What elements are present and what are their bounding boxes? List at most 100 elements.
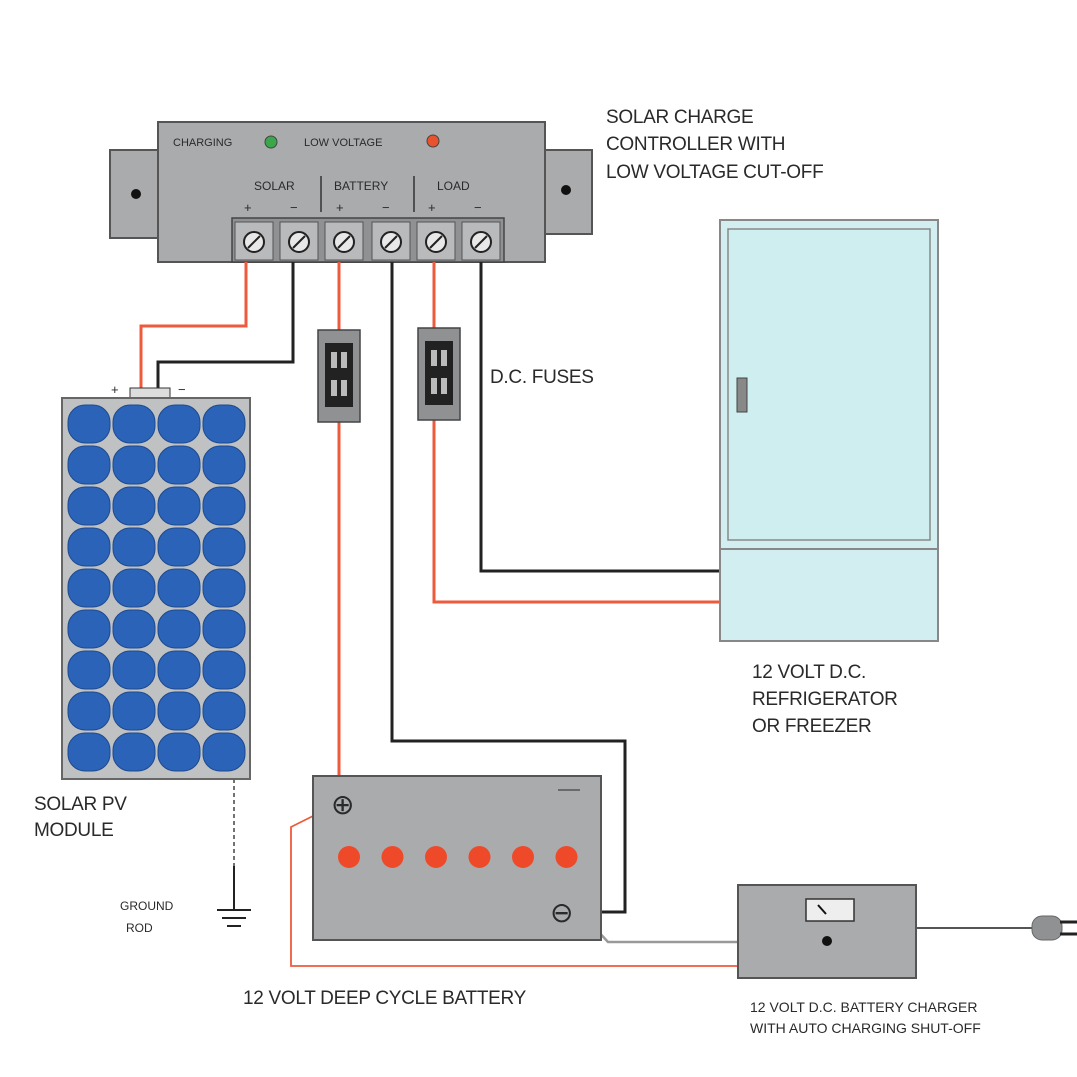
- pv-cell: [67, 650, 111, 690]
- pv-cell: [157, 650, 201, 690]
- terminal-block: [231, 217, 505, 263]
- fuse-battery: [317, 329, 361, 423]
- ground-caption: ROD: [126, 921, 153, 935]
- pv-cell: [157, 486, 201, 526]
- terminal-sign: +: [244, 200, 252, 215]
- fuses-label: D.C. FUSES: [490, 367, 594, 388]
- pv-cell: [157, 609, 201, 649]
- module-caption: MODULE: [34, 820, 114, 841]
- module-minus-sign: −: [178, 382, 186, 397]
- pv-cell: [157, 732, 201, 772]
- terminal-sign: −: [290, 200, 298, 215]
- plug-body: [1031, 915, 1063, 941]
- fuse-window: [341, 380, 347, 396]
- controller-caption: SOLAR CHARGE: [606, 107, 753, 128]
- screw-slot: [474, 235, 488, 249]
- pv-cell: [112, 732, 156, 772]
- solar-positive-wire: [139, 262, 248, 395]
- battery-cell-cap: [468, 846, 491, 868]
- screw-slot: [429, 235, 443, 249]
- fridge-caption: 12 VOLT D.C.: [752, 662, 866, 683]
- terminal-sign: +: [336, 200, 344, 215]
- load-negative-wire: [479, 262, 720, 573]
- fuse-body: [425, 341, 453, 405]
- charging-label: CHARGING: [173, 137, 232, 149]
- low-voltage-led-icon: [426, 134, 440, 148]
- fuse-body: [325, 343, 353, 407]
- fuse-window: [441, 350, 447, 366]
- fuse-window: [431, 350, 437, 366]
- charge-controller: CHARGING LOW VOLTAGE SOLAR BATTERY LOAD …: [109, 121, 593, 263]
- pv-cell: [112, 568, 156, 608]
- group-label-solar: SOLAR: [254, 179, 295, 193]
- pv-cell: [67, 527, 111, 567]
- low-voltage-label: LOW VOLTAGE: [304, 137, 382, 149]
- pv-cell: [157, 691, 201, 731]
- solar-pv-module: + −: [61, 382, 251, 780]
- pv-cell: [67, 404, 111, 444]
- pv-cell: [67, 732, 111, 772]
- plug-icon: [1031, 915, 1077, 941]
- module-caption: SOLAR PV: [34, 794, 127, 815]
- pv-cell: [112, 527, 156, 567]
- pv-cell: [112, 609, 156, 649]
- pv-cell: [112, 486, 156, 526]
- battery-cell-cap: [381, 846, 404, 868]
- mount-hole-right: [561, 185, 571, 195]
- battery-negative-wire: [390, 262, 627, 914]
- controller-caption: CONTROLLER WITH: [606, 134, 785, 155]
- charger-negative-wire: [579, 911, 738, 944]
- pv-cell-grid: [67, 404, 246, 772]
- battery-positive-terminal-icon: ⊕: [331, 789, 354, 820]
- ground-caption: GROUND: [120, 899, 174, 913]
- battery-cell-caps: [338, 846, 578, 868]
- pv-cell: [202, 650, 246, 690]
- pv-cell: [112, 650, 156, 690]
- battery-cell-cap: [425, 846, 447, 868]
- battery: ⊕ ⊖: [312, 775, 602, 941]
- fuse-load: [417, 327, 461, 421]
- pv-cell: [202, 732, 246, 772]
- fuse-window: [441, 378, 447, 394]
- battery-cell-cap: [512, 846, 534, 868]
- pv-cell: [202, 609, 246, 649]
- fridge-handle: [736, 377, 748, 413]
- junction-box: [129, 387, 171, 399]
- charger-caption: 12 VOLT D.C. BATTERY CHARGER: [750, 999, 977, 1015]
- group-label-battery: BATTERY: [334, 179, 388, 193]
- pv-cell: [112, 691, 156, 731]
- pv-cell: [202, 445, 246, 485]
- pv-cell: [202, 404, 246, 444]
- battery-caption: 12 VOLT DEEP CYCLE BATTERY: [243, 988, 527, 1009]
- pv-cell: [67, 445, 111, 485]
- fridge-door: [727, 228, 931, 541]
- meter-needle: [817, 904, 827, 915]
- charging-led-icon: [264, 135, 278, 149]
- pv-cell: [157, 527, 201, 567]
- screw-slot: [384, 235, 398, 249]
- terminal-sign: −: [474, 200, 482, 215]
- charger-indicator: [822, 936, 832, 946]
- pv-cell: [157, 445, 201, 485]
- pv-cell: [202, 568, 246, 608]
- pv-cell: [112, 404, 156, 444]
- refrigerator: [719, 219, 939, 642]
- pv-cell: [157, 568, 201, 608]
- screw-slot: [247, 235, 261, 249]
- terminal-screws: [234, 221, 501, 261]
- battery-charger: [737, 884, 917, 979]
- terminal-sign: −: [382, 200, 390, 215]
- pv-cell: [67, 568, 111, 608]
- fuse-window: [431, 378, 437, 394]
- pv-cell: [112, 445, 156, 485]
- fuse-window: [331, 352, 337, 368]
- fridge-caption: REFRIGERATOR: [752, 689, 898, 710]
- terminal-sign: +: [428, 200, 436, 215]
- load-positive-wire: [432, 262, 720, 604]
- pv-cell: [202, 527, 246, 567]
- pv-cell: [202, 486, 246, 526]
- controller-caption: LOW VOLTAGE CUT-OFF: [606, 162, 823, 183]
- mount-hole-left: [131, 189, 141, 199]
- fridge-caption: OR FREEZER: [752, 716, 871, 737]
